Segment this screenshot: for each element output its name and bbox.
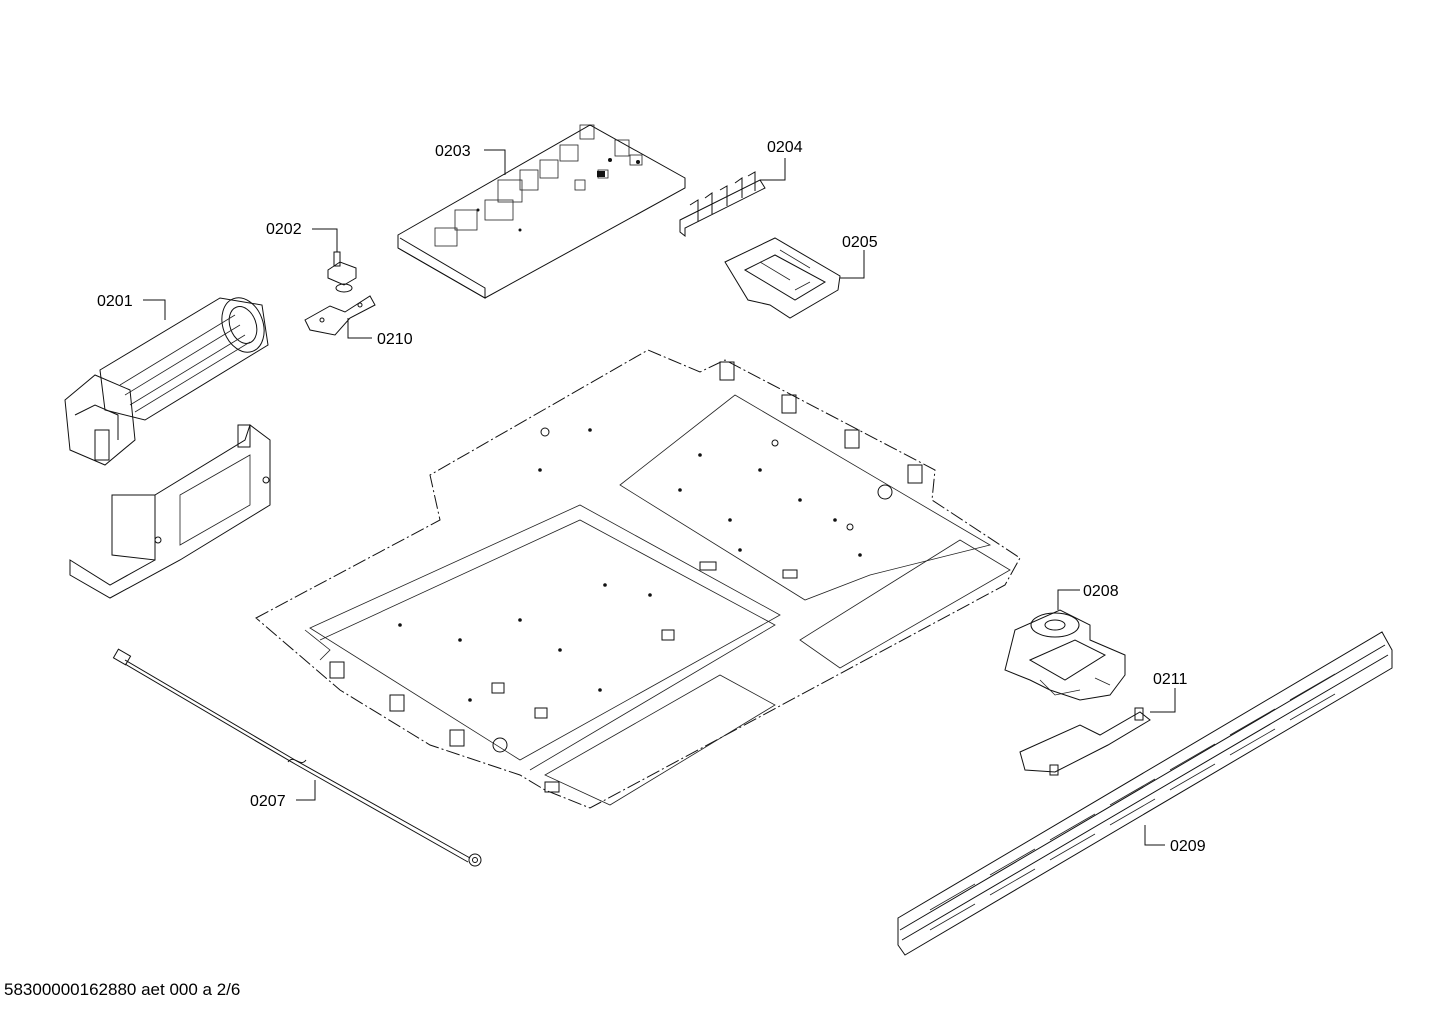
mounting-bracket <box>69 424 271 599</box>
leader-0203 <box>484 149 506 175</box>
actuator-bracket-part <box>1019 707 1151 776</box>
leader-0202 <box>312 228 338 252</box>
leader-0209 <box>1144 825 1165 846</box>
label-0205: 0205 <box>842 234 878 251</box>
cable-part <box>112 648 482 867</box>
connector-strip-part <box>679 171 766 238</box>
label-0209: 0209 <box>1170 838 1206 855</box>
leader-0201 <box>143 299 166 320</box>
leader-0205 <box>840 250 865 279</box>
part-labels: 0201 0202 0203 0204 0205 0207 0208 0209 … <box>97 139 1206 855</box>
control-pcb-part <box>397 124 686 299</box>
leader-0204 <box>760 158 786 181</box>
side-rail-part <box>897 631 1393 956</box>
label-0201: 0201 <box>97 293 133 310</box>
leader-0210 <box>347 318 372 339</box>
label-0210: 0210 <box>377 331 413 348</box>
base-plate <box>255 349 1021 809</box>
leader-0211 <box>1150 688 1176 713</box>
connector-housing-part <box>724 237 841 319</box>
label-0203: 0203 <box>435 143 471 160</box>
document-footer-code: 58300000162880 aet 000 a 2/6 <box>4 980 241 999</box>
fan-motor-part <box>64 297 269 466</box>
small-bracket-part <box>304 295 376 336</box>
thermostat-part <box>327 251 357 293</box>
label-0211: 0211 <box>1153 671 1188 688</box>
leader-0207 <box>296 780 316 801</box>
leader-lines <box>143 149 1176 846</box>
label-0208: 0208 <box>1083 583 1119 600</box>
label-0202: 0202 <box>266 221 302 238</box>
label-0204: 0204 <box>767 139 803 156</box>
leader-0208 <box>1057 589 1080 610</box>
actuator-part <box>1004 609 1126 701</box>
label-0207: 0207 <box>250 793 286 810</box>
